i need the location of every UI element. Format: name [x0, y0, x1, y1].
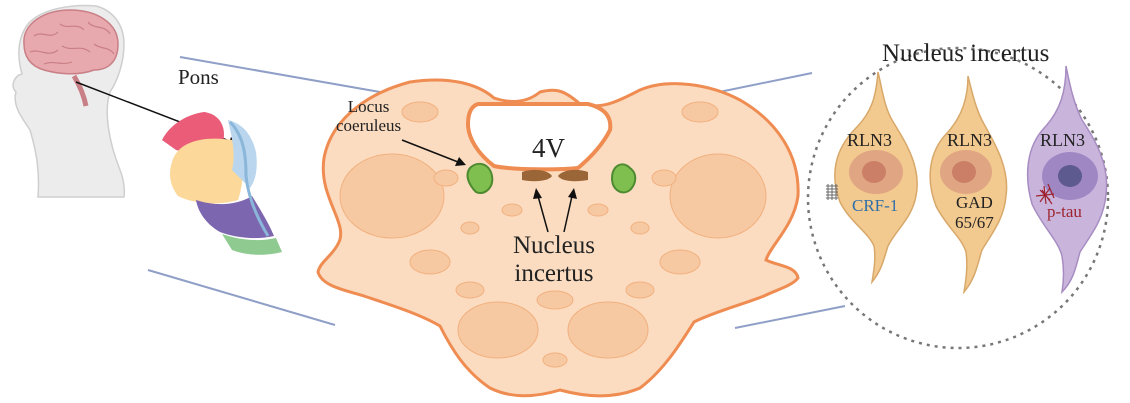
cell-3-marker: RLN3: [1040, 130, 1085, 151]
neuron-rln3-crf1: [826, 72, 917, 282]
locus-coeruleus-label-line1: Locus: [336, 97, 401, 116]
nucleus-incertus-label-line2: incertus: [513, 260, 595, 288]
locus-coeruleus-label: Locus coeruleus: [336, 97, 401, 135]
locus-coeruleus-right: [612, 164, 635, 192]
neuron-rln3-gad: [930, 76, 1007, 292]
nucleus-incertus-label-line1: Nucleus: [513, 232, 595, 260]
cell-2-marker: RLN3: [947, 130, 992, 151]
cell-2-secondary-line2: 65/67: [955, 213, 994, 233]
fourth-ventricle-label: 4V: [532, 133, 565, 164]
cell-1-secondary-marker: CRF-1: [852, 196, 898, 216]
brain-icon: [24, 10, 118, 74]
human-head-icon: [13, 6, 124, 197]
receptor-icon: [826, 184, 838, 200]
pons-label: Pons: [178, 65, 219, 90]
cell-2-secondary-line1: GAD: [955, 193, 994, 213]
nucleus-incertus-label: Nucleus incertus: [513, 232, 595, 288]
cell-3-secondary-marker: p-tau: [1047, 202, 1082, 222]
panel-title: Nucleus incertus: [882, 40, 1049, 68]
cell-2-secondary-marker: GAD 65/67: [955, 193, 994, 233]
neuron-rln3-ptau: [1028, 66, 1107, 292]
locus-coeruleus-label-line2: coeruleus: [336, 116, 401, 135]
brainstem-sagittal-illustration: [162, 112, 282, 255]
cell-1-marker: RLN3: [847, 130, 892, 151]
